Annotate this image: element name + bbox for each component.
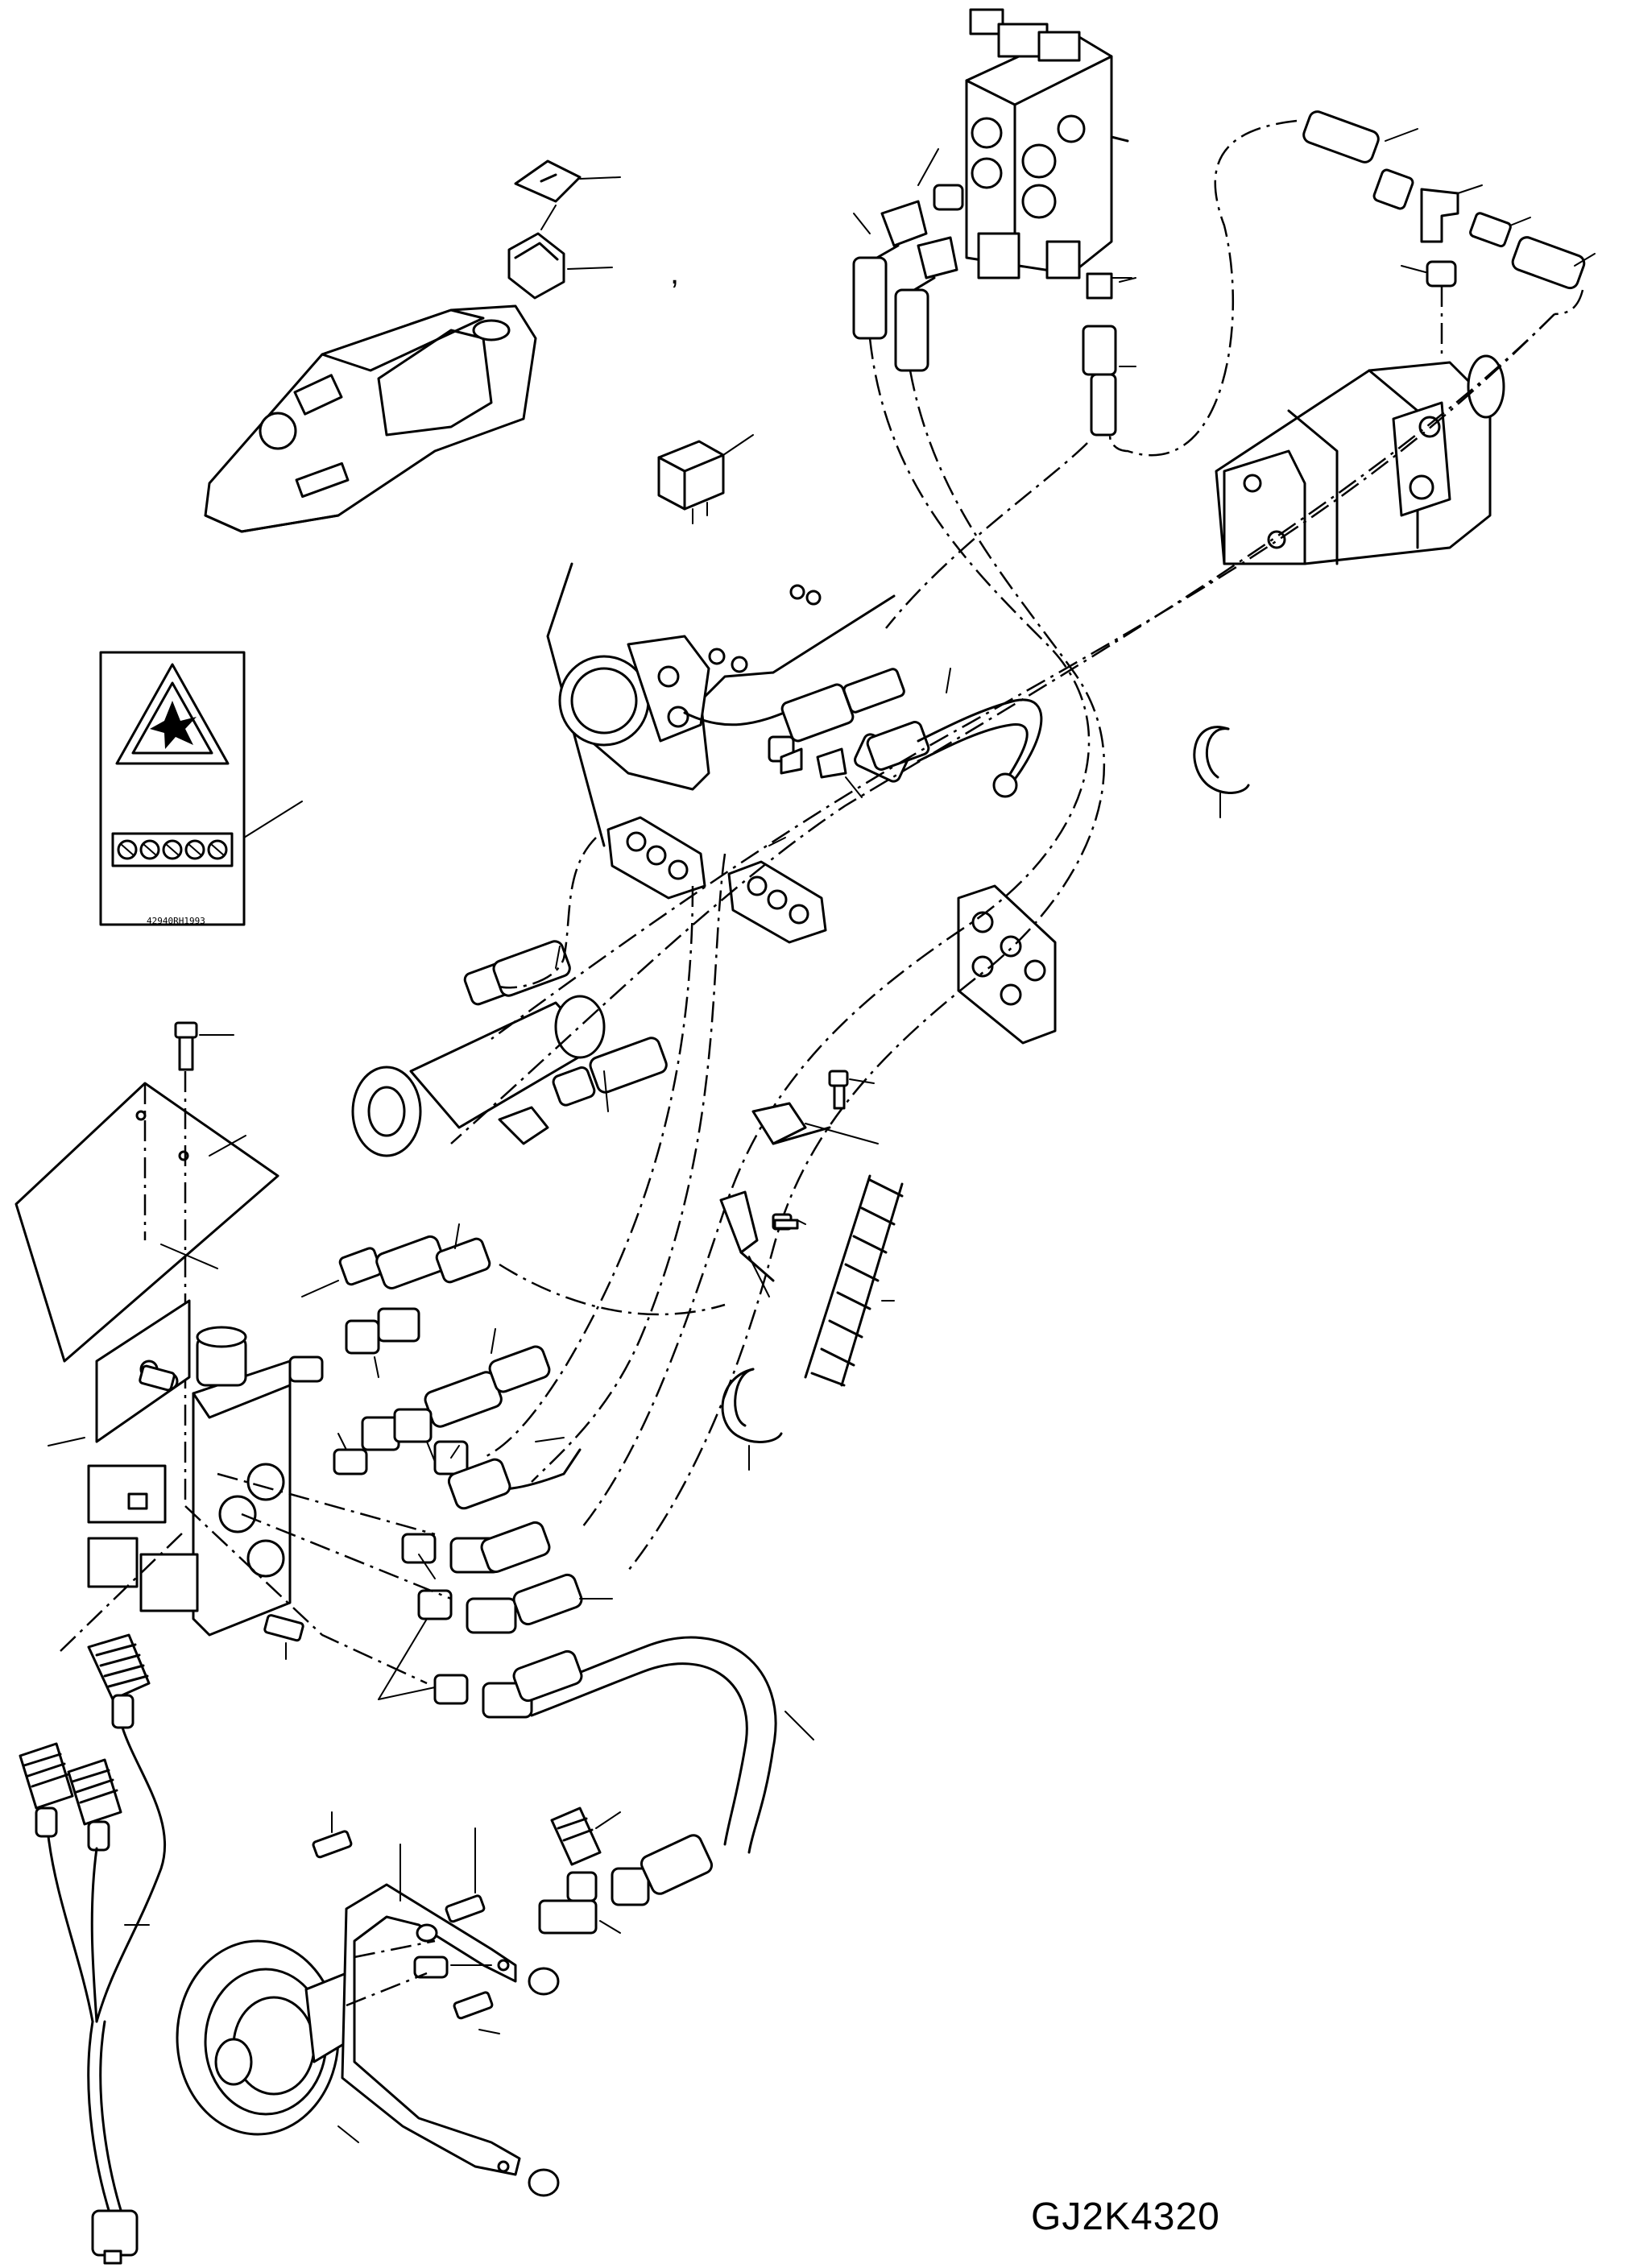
mounting-bracket (312, 1811, 560, 2197)
hose-clamp-block (606, 816, 1057, 1045)
hose-clip (721, 726, 1250, 1471)
spiral-hose-guard (804, 1174, 904, 1387)
wiring-harness (19, 1633, 167, 2265)
mounting-plate (14, 1071, 279, 1506)
hose-routes (60, 313, 1555, 1685)
gearbox-fittings (683, 668, 1043, 798)
relay (657, 434, 754, 524)
tee-fitting (538, 1807, 714, 1935)
drawing-code: GJ2K4320 (1031, 2196, 1220, 2238)
accumulator (176, 1939, 359, 2143)
hydraulic-cylinder (351, 940, 668, 1157)
switch-cap (514, 159, 621, 203)
manifold-hoses (288, 1223, 814, 1854)
valve-fittings (852, 148, 1136, 437)
pump-fittings (1108, 110, 1596, 457)
separator-comma: , (670, 255, 679, 291)
warning-label-code: 42940RH1993 (147, 916, 205, 926)
rocker-switch (507, 205, 613, 300)
warning-decal (99, 651, 303, 926)
control-valve (965, 8, 1132, 279)
bolt (174, 1021, 234, 1071)
manifold-bolts (139, 1364, 304, 1660)
dashboard-console (204, 304, 537, 533)
p-clamp (719, 1070, 879, 1297)
manifold-block (48, 1244, 292, 1637)
hydraulic-pump (1215, 354, 1505, 565)
